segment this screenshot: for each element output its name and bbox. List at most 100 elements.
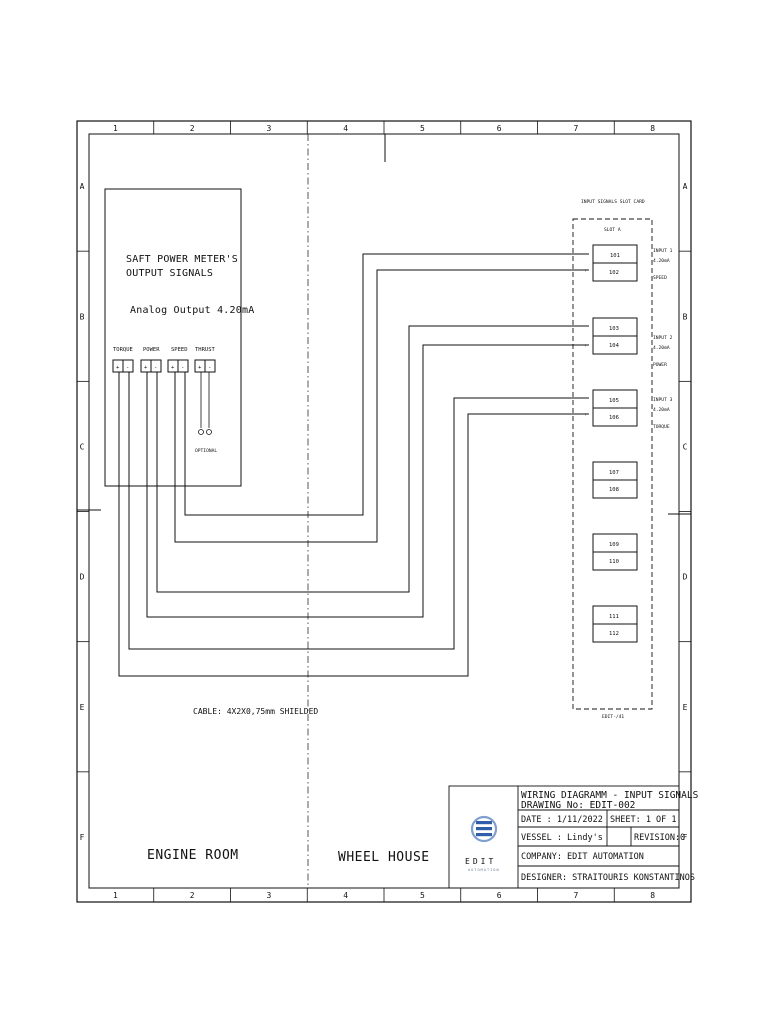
pin-sign: +: [584, 413, 587, 418]
terminal-103: 103: [609, 326, 619, 332]
input-2-line1: INPUT 2: [653, 335, 673, 341]
input-1-line2: 4.20mA: [653, 258, 670, 264]
title-block-company: COMPANY: EDIT AUTOMATION: [521, 852, 644, 862]
input-2-line3: POWER: [653, 362, 667, 368]
terminal-109: 109: [609, 542, 619, 548]
terminal-block-power: + -: [140, 359, 162, 373]
title-block-vessel: VESSEL : Lindy's: [521, 833, 603, 843]
card-slot-label: SLOT A: [604, 227, 621, 233]
zone-number-4: 4: [343, 891, 348, 900]
terminal-block-torque: + -: [112, 359, 134, 373]
wire-torque-minus: [128, 372, 589, 650]
terminal-plus: +: [198, 365, 202, 371]
terminal-102: 102: [609, 270, 619, 276]
terminal-111: 111: [609, 614, 619, 620]
zone-letter-C: C: [80, 442, 85, 451]
wiring-lines: [118, 253, 589, 677]
terminal-106: 106: [609, 415, 619, 421]
card-terminal-group-3: 105 106: [592, 389, 638, 427]
pin-sign: -: [584, 252, 587, 257]
zone-number-7: 7: [573, 891, 578, 900]
terminal-104: 104: [609, 343, 620, 349]
zone-letter-B: B: [683, 312, 688, 321]
meter-analog-label: Analog Output 4.20mA: [130, 305, 254, 316]
input-2-line2: 4.20mA: [653, 345, 670, 351]
meter-title-line2: OUTPUT SIGNALS: [126, 268, 213, 279]
input-3-line3: TORQUE: [653, 424, 670, 430]
title-block-designer: DESIGNER: STRAITOURIS KONSTANTINOS: [521, 873, 695, 883]
optional-thrust-wires: [198, 372, 212, 435]
terminal-block-speed: + -: [167, 359, 189, 373]
zone-letter-D: D: [80, 573, 85, 582]
wire-torque-plus: [118, 372, 589, 677]
zone-number-1: 1: [113, 124, 118, 133]
terminal-plus: +: [171, 365, 175, 371]
card-terminal-group-6: 111 112: [592, 605, 638, 643]
zone-number-3: 3: [266, 124, 271, 133]
title-block-revision: REVISION:0: [634, 833, 685, 843]
edit-logo-icon: [470, 815, 498, 843]
terminal-105: 105: [609, 398, 619, 404]
terminal-block-thrust: + -: [194, 359, 216, 373]
terminal-minus: -: [181, 365, 184, 371]
wire-speed-minus: [184, 253, 589, 516]
wire-power-plus: [146, 344, 589, 618]
zone-letter-E: E: [683, 703, 688, 712]
pin-sign: -: [584, 324, 587, 329]
logo-tagline: AUTOMATION: [468, 868, 500, 872]
title-block-sheet: SHEET: 1 OF 1: [610, 815, 677, 825]
zone-number-7: 7: [573, 124, 578, 133]
input-3-description: INPUT 3 4.20mA TORQUE: [653, 397, 673, 430]
terminal-label-speed: SPEED: [171, 347, 188, 353]
power-meter-box: SAFT POWER METER'S OUTPUT SIGNALS Analog…: [104, 188, 254, 487]
title-block: [448, 785, 680, 889]
zone-number-2: 2: [190, 124, 195, 133]
wheel-house-label: WHEEL HOUSE: [338, 850, 430, 865]
cable-spec: CABLE: 4X2X0,75mm SHIELDED: [193, 707, 318, 716]
terminal-minus: -: [154, 365, 157, 371]
card-terminal-group-2: 103 104: [592, 317, 638, 355]
terminal-plus: +: [144, 365, 148, 371]
card-terminal-group-1: 101 102: [592, 244, 638, 282]
zone-number-8: 8: [650, 891, 655, 900]
input-1-line3: SPEED: [653, 275, 667, 281]
card-footer: EDIT-/41: [602, 714, 624, 720]
card-header: INPUT SIGNALS SLOT CARD: [581, 199, 645, 205]
zone-letter-F: F: [683, 833, 688, 842]
zone-letter-B: B: [80, 312, 85, 321]
terminal-label-power: POWER: [143, 347, 160, 353]
zone-letter-A: A: [80, 182, 85, 191]
zone-number-4: 4: [343, 124, 348, 133]
zone-letter-F: F: [80, 833, 85, 842]
zone-letter-D: D: [683, 573, 688, 582]
card-terminal-group-4: 107 108: [592, 461, 638, 499]
terminal-plus: +: [116, 365, 120, 371]
input-3-line1: INPUT 3: [653, 397, 673, 403]
title-block-title: WIRING DIAGRAMM - INPUT SIGNALS: [521, 790, 699, 801]
zone-number-3: 3: [266, 891, 271, 900]
zone-number-5: 5: [420, 891, 425, 900]
terminal-108: 108: [609, 487, 619, 493]
zone-number-2: 2: [190, 891, 195, 900]
engine-room-label: ENGINE ROOM: [147, 848, 239, 863]
pin-sign: +: [584, 344, 587, 349]
zone-number-1: 1: [113, 891, 118, 900]
card-terminal-group-5: 109 110: [592, 533, 638, 571]
input-1-description: INPUT 1 4.20mA SPEED: [653, 248, 673, 281]
zone-number-6: 6: [497, 124, 502, 133]
terminal-101: 101: [610, 253, 620, 259]
input-2-description: INPUT 2 4.20mA POWER: [653, 335, 673, 368]
title-block-date: DATE : 1/11/2022: [521, 815, 603, 825]
meter-title-line1: SAFT POWER METER'S: [126, 254, 238, 265]
terminal-107: 107: [609, 470, 619, 476]
zone-number-6: 6: [497, 891, 502, 900]
terminal-112: 112: [609, 631, 619, 637]
zone-letter-C: C: [683, 442, 688, 451]
wire-power-minus: [156, 325, 589, 593]
optional-label: OPTIONAL: [195, 448, 217, 454]
terminal-label-torque: TORQUE: [113, 347, 133, 353]
input-1-line1: INPUT 1: [653, 248, 673, 254]
zone-letter-E: E: [80, 703, 85, 712]
